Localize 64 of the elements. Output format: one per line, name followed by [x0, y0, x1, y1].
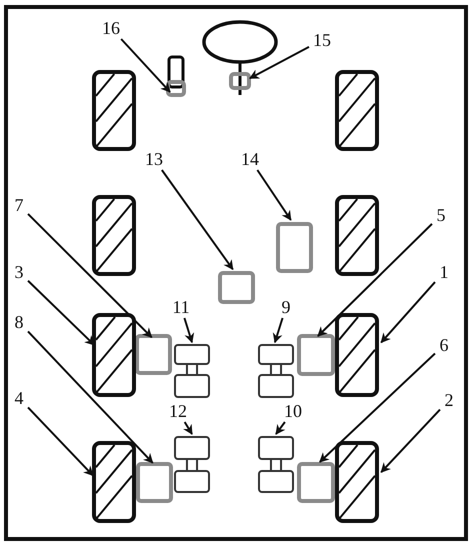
- linkage-line: [186, 365, 188, 374]
- leader-arrow: [249, 46, 310, 80]
- callout-number: 7: [12, 196, 26, 214]
- wheel: [335, 195, 379, 276]
- leader-arrow: [380, 408, 441, 473]
- leader-arrow: [27, 406, 94, 476]
- module-box: [297, 334, 335, 376]
- linkage-line: [270, 365, 272, 374]
- callout-number: 1: [437, 263, 451, 281]
- leader-arrow: [27, 330, 154, 464]
- leader-arrow: [183, 318, 194, 344]
- linkage-line: [280, 365, 282, 374]
- wheel: [92, 441, 136, 523]
- module-box: [297, 462, 335, 503]
- callout-number: 4: [12, 389, 26, 407]
- callout-number: 9: [279, 298, 293, 316]
- actuator-box: [174, 374, 210, 398]
- actuator-box: [174, 470, 210, 493]
- leader-arrow: [161, 169, 234, 270]
- actuator-box: [174, 436, 210, 460]
- callout-number: 13: [143, 150, 165, 168]
- actuator-box: [258, 436, 294, 460]
- leader-arrow: [27, 213, 152, 338]
- leader-arrow: [256, 169, 292, 221]
- linkage-line: [270, 460, 272, 470]
- module-box: [276, 222, 313, 273]
- callout-number: 6: [437, 336, 451, 354]
- module-box: [136, 462, 173, 503]
- callout-number: 10: [282, 402, 304, 420]
- leader-arrow: [183, 421, 193, 435]
- module-box: [135, 334, 172, 375]
- callout-number: 14: [239, 150, 261, 168]
- wheel: [335, 313, 379, 397]
- leader-arrow: [275, 421, 286, 435]
- linkage-line: [186, 460, 188, 470]
- callout-number: 11: [170, 298, 192, 316]
- module-box: [229, 72, 251, 90]
- wheel: [92, 313, 136, 397]
- callout-number: 2: [442, 391, 456, 409]
- callout-number: 12: [167, 402, 189, 420]
- leader-arrow: [380, 281, 436, 344]
- leader-arrow: [319, 352, 436, 463]
- callout-number: 5: [434, 206, 448, 224]
- module-box: [218, 271, 255, 304]
- wheel: [92, 70, 136, 151]
- actuator-box: [174, 344, 210, 365]
- actuator-box: [258, 374, 294, 398]
- callout-number: 8: [12, 313, 26, 331]
- leader-arrow: [120, 38, 171, 93]
- leader-arrow: [27, 280, 95, 346]
- wheel: [92, 195, 136, 276]
- actuator-box: [258, 470, 294, 493]
- leader-arrow: [317, 223, 433, 337]
- callout-number: 3: [12, 263, 26, 281]
- actuator-box: [258, 344, 294, 365]
- linkage-line: [196, 460, 198, 470]
- linkage-line: [196, 365, 198, 374]
- module-box: [166, 80, 186, 97]
- wheel: [335, 441, 379, 523]
- linkage-line: [280, 460, 282, 470]
- leader-arrow: [272, 318, 284, 344]
- callout-number: 16: [100, 19, 122, 37]
- wheel: [335, 70, 379, 151]
- callout-number: 15: [311, 31, 333, 49]
